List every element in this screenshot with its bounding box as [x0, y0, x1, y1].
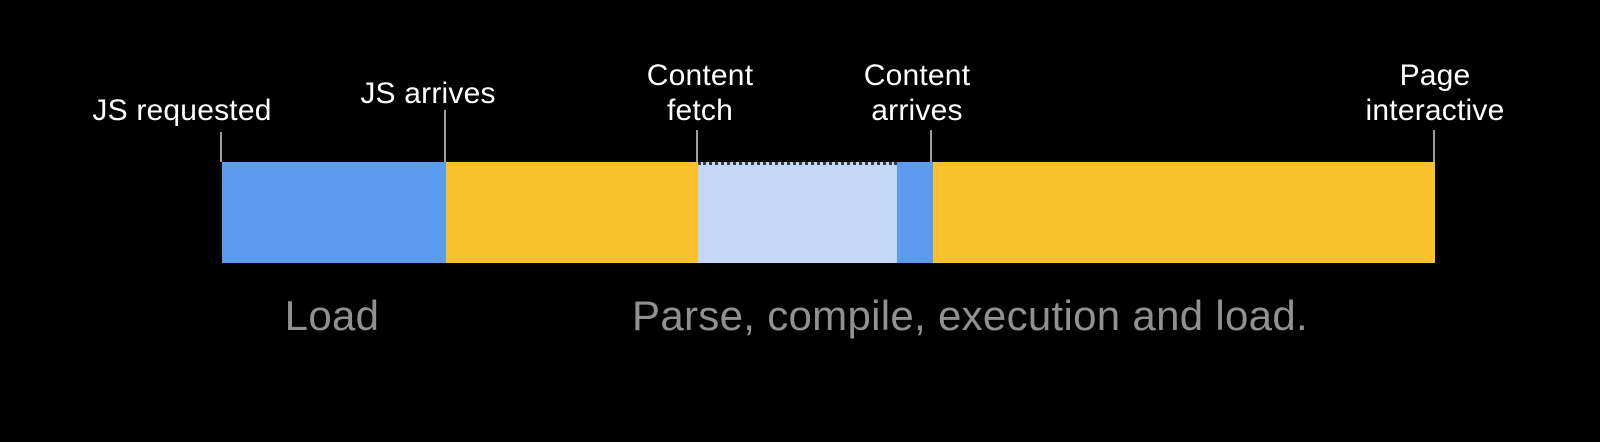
milestone-label-content-arrives: Content arrives [863, 59, 971, 127]
milestone-label-js-arrives: JS arrives [360, 77, 496, 110]
tick-js-requested [220, 132, 222, 162]
segment-js-download [222, 162, 446, 263]
phase-label-parse-compile: Parse, compile, execution and load. [632, 292, 1308, 339]
timeline-bar [222, 162, 1435, 263]
phase-label-load: Load [284, 292, 380, 339]
tick-page-interactive [1433, 130, 1435, 162]
segment-parse-compile-right [933, 162, 1435, 263]
segment-content-fetch-span [698, 162, 897, 263]
tick-content-arrives [930, 130, 932, 162]
milestone-label-js-requested: JS requested [92, 94, 272, 127]
milestone-label-content-fetch: Content fetch [646, 59, 754, 127]
segment-content-arrival [897, 162, 933, 263]
segment-parse-compile-left [446, 162, 698, 263]
tick-js-arrives [444, 110, 446, 162]
milestone-label-page-interactive: Page interactive [1365, 59, 1505, 127]
tick-content-fetch [696, 130, 698, 162]
